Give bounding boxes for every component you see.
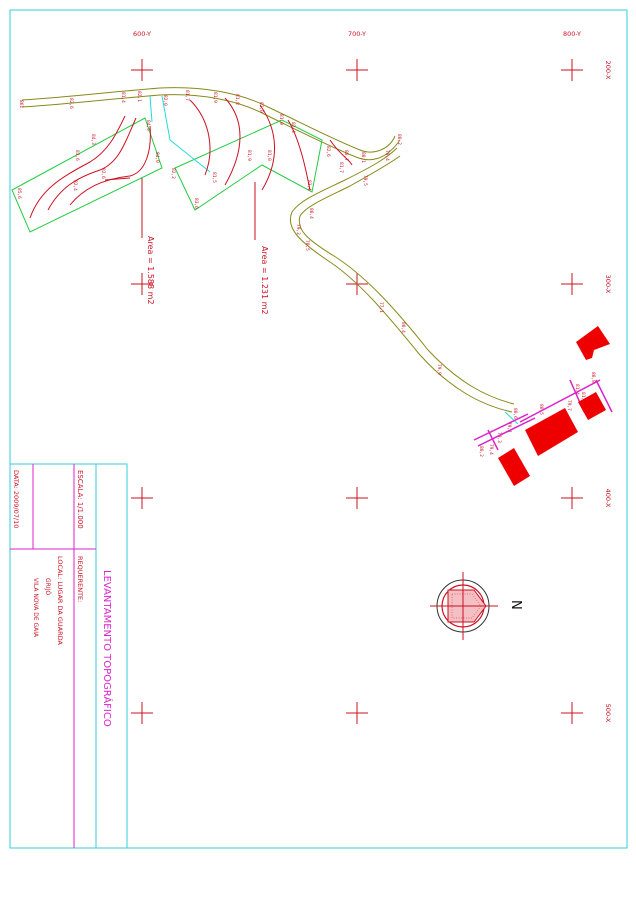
elev-parcel-a-4: 85,6 — [16, 188, 22, 199]
requerente-label: REQUERENTE: — [76, 556, 84, 602]
elev-road-top-11: 80,1 — [360, 152, 366, 163]
building-4 — [498, 448, 530, 486]
boundary-lines — [473, 379, 613, 451]
grid-label-700y: 700-Y — [348, 30, 366, 38]
grid-label-800y: 800-Y — [563, 30, 581, 38]
elev-road-lower-12: 80,2 — [478, 446, 484, 457]
elev-road-top-8: 81,9 — [278, 114, 284, 125]
elev-road-top-6: 81,8 — [234, 94, 240, 105]
area-labels: Area = 1.588 m2 Area = 1.231 m2 — [146, 236, 269, 315]
elev-road-top-2: 82,1 — [136, 91, 142, 102]
drawing-title: LEVANTAMENTO TOPOGRÁFICO — [101, 570, 114, 727]
elev-road-lower-8: 79,1 — [506, 422, 512, 433]
elev-left-end: 861 — [18, 100, 24, 108]
elev-road-top-4: 81,7 — [184, 90, 190, 101]
parcel-a — [11, 117, 163, 233]
elev-parcel-a-3: 82,6 — [100, 168, 106, 179]
elev-parcel-a-1: 84,3 — [90, 134, 96, 145]
elev-road-lower-6: 80,4 — [400, 322, 406, 333]
elev-parcel-a-2: 83,6 — [74, 150, 80, 161]
elev-parcel-a-6: 82,4 — [72, 180, 78, 191]
elev-road-lower-1: 79,5 — [362, 175, 368, 186]
elev-road-lower-7: 79,9 — [436, 364, 442, 375]
elev-road-lower-16: 80,8 — [590, 372, 596, 383]
buildings — [498, 326, 610, 486]
elev-road-lower-3: 79,2 — [295, 224, 301, 235]
elev-road-top-12: 79,4 — [384, 150, 390, 161]
title-block — [9, 463, 128, 849]
area-label-b: Area = 1.231 m2 — [260, 246, 269, 315]
elev-road-lower-15: 81,4 — [574, 384, 580, 395]
elev-parcel-b-4: 81,9 — [246, 150, 252, 161]
elev-road-top-5: 81,9 — [212, 92, 218, 103]
area-label-a: Area = 1.588 m2 — [146, 236, 155, 305]
elev-parcel-b-1: 83,6 — [193, 198, 199, 209]
elev-road-lower-2: 80,4 — [308, 208, 314, 219]
division-lines — [149, 95, 519, 425]
grid-crosses — [131, 59, 583, 724]
elev-road-lower-13: 80,5 — [538, 404, 544, 415]
elev-road-lower-10: 79,3 — [496, 432, 502, 443]
grid-label-500x: 500-X — [604, 704, 612, 723]
parish-label: GRIJÓ — [44, 578, 51, 595]
municipality-label: VILA NOVA DE GAIA — [32, 578, 39, 638]
elev-road-top-7: 82,0 — [258, 102, 264, 113]
scale-label: ESCALA: 1/1.000 — [76, 470, 84, 529]
elev-parcel-a-5: 84,0 — [154, 152, 160, 163]
elev-road-top-0: 82,6 — [68, 98, 74, 109]
elev-road-lower-0: 81,7 — [338, 162, 344, 173]
north-label: N — [508, 600, 523, 610]
grid-label-400x: 400-X — [604, 489, 612, 508]
local-label: LOCAL: LUGAR DA GUARDA — [56, 556, 64, 646]
drawing-frame — [9, 9, 628, 849]
elev-road-top-10: 80,7 — [343, 150, 349, 161]
road — [21, 87, 515, 413]
elev-road-lower-9: 80,6 — [512, 408, 518, 419]
parcels — [11, 117, 323, 233]
grid-label-200x: 200-X — [604, 61, 612, 80]
elev-road-lower-4: 78,5 — [304, 240, 310, 251]
grid-label-300x: 300-X — [604, 275, 612, 294]
elev-road-lower-5: 77,1 — [378, 302, 384, 313]
elev-parcel-b-0: 82,2 — [170, 168, 176, 179]
building-1 — [576, 326, 610, 360]
area-leaders — [141, 178, 256, 240]
building-3 — [525, 408, 578, 456]
elev-road-lower-14: 79,7 — [566, 400, 572, 411]
elev-road-lower-17: 81,3 — [580, 392, 586, 403]
elev-road-top-3: 82,0 — [162, 95, 168, 106]
elev-road-top-9: 82,4 — [290, 122, 296, 133]
elev-road-lower-11: 79,4 — [488, 444, 494, 455]
elev-parcel-b-5: 83,4 — [306, 180, 312, 191]
contour-lines — [29, 97, 353, 219]
title-block-text: LEVANTAMENTO TOPOGRÁFICO REQUERENTE: LOC… — [12, 470, 114, 727]
north-arrow: N — [430, 572, 523, 640]
building-2 — [578, 392, 606, 420]
date-label: DATA: 2009/07/10 — [12, 470, 20, 528]
grid-y-labels: 600-Y 700-Y 800-Y — [133, 30, 581, 38]
elev-parcel-a-0: 84,5 — [145, 120, 151, 131]
elev-parcel-b-2: 81,5 — [211, 172, 217, 183]
elev-road-top-1: 81,4 — [120, 92, 126, 103]
elevation-labels: 861 82,6 81,4 82,1 82,0 81,7 81,9 81,8 8… — [16, 90, 596, 457]
elev-road-top-13: 80,2 — [396, 134, 402, 145]
grid-label-600y: 600-Y — [133, 30, 151, 38]
grid-x-labels: 200-X 300-X 400-X 500-X — [604, 61, 612, 723]
elev-parcel-b-6: 82,6 — [325, 146, 331, 157]
parcel-b — [174, 119, 323, 211]
elev-parcel-b-3: 81,0 — [266, 150, 272, 161]
